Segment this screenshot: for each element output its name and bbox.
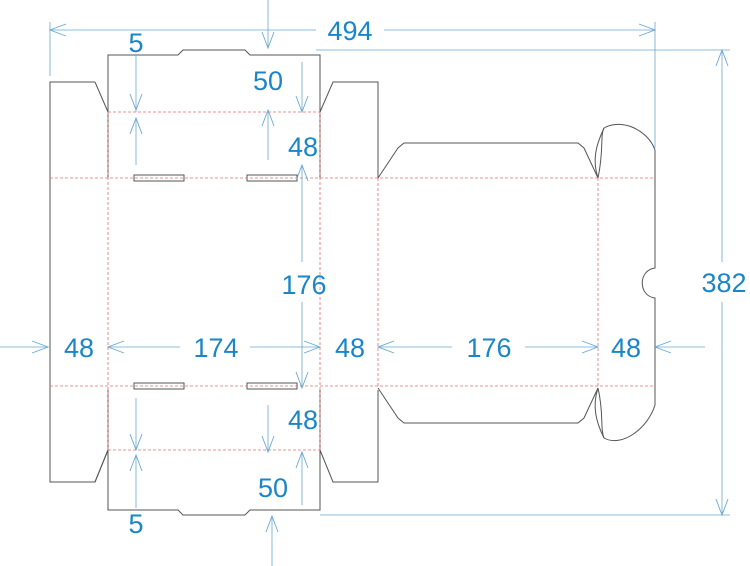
cut-outline [49,49,656,516]
arrow-back-width-left [376,340,395,354]
arrow-top-panel [261,108,275,127]
middle-side-flap [319,81,379,483]
right-lobe-bottom-notch [594,387,605,439]
label-front-height: 176 [281,270,326,300]
right-lobe-top-notch [594,127,605,179]
right-side-flap [597,123,656,442]
arrow-back-width-right [581,340,600,354]
bottom-slot-left [133,382,185,390]
fold-lines [50,111,655,451]
dimension-labels: 494 382 5 50 48 176 48 174 48 176 48 48 … [64,16,747,539]
arrow-left-side [31,340,50,354]
label-bottom-tuck-inset: 5 [128,509,143,539]
arrow-top-center [261,31,275,50]
label-back-width: 176 [466,333,511,363]
left-side-flap-top [94,81,109,113]
left-side-flap-bottom [94,449,109,483]
dimension-lines [0,0,730,566]
arrow-bottom-panel [261,435,275,454]
top-tuck-flap [107,49,321,112]
label-total-width: 494 [327,16,372,46]
arrow-height-bottom [715,498,729,517]
left-side-flap [49,81,109,483]
label-right-side: 48 [611,333,641,363]
top-slot-left [133,174,185,182]
arrow-right-side [653,340,672,354]
arrow-bottom-center [265,514,279,533]
bottom-tuck-flap [107,450,321,516]
label-top-panel: 48 [288,132,318,162]
label-left-side: 48 [64,333,94,363]
label-top-tuck-inset: 5 [128,28,143,58]
arrow-front-width-right [303,340,322,354]
arrow-bottom-flap [295,450,309,469]
arrow-top-tuck [129,93,143,112]
label-front-width: 174 [193,333,238,363]
arrow-bottom-panel-left [129,433,143,452]
arrow-bottom-tuck [129,453,143,472]
arrow-front-width-left [106,340,125,354]
label-middle-side: 48 [335,333,365,363]
label-top-flap: 50 [253,66,283,96]
label-total-height: 382 [701,268,746,298]
arrow-top-panel-left [129,116,143,135]
arrow-front-bottom [295,371,309,390]
arrow-width-right [638,23,657,37]
arrow-width-left [48,23,67,37]
arrow-top-flap [295,95,309,114]
label-bottom-panel: 48 [288,405,318,435]
arrow-front-top [295,163,309,182]
back-bottom-flap [377,387,599,424]
arrow-height-top [715,48,729,67]
back-top-flap [377,142,599,179]
label-bottom-flap: 50 [258,473,288,503]
